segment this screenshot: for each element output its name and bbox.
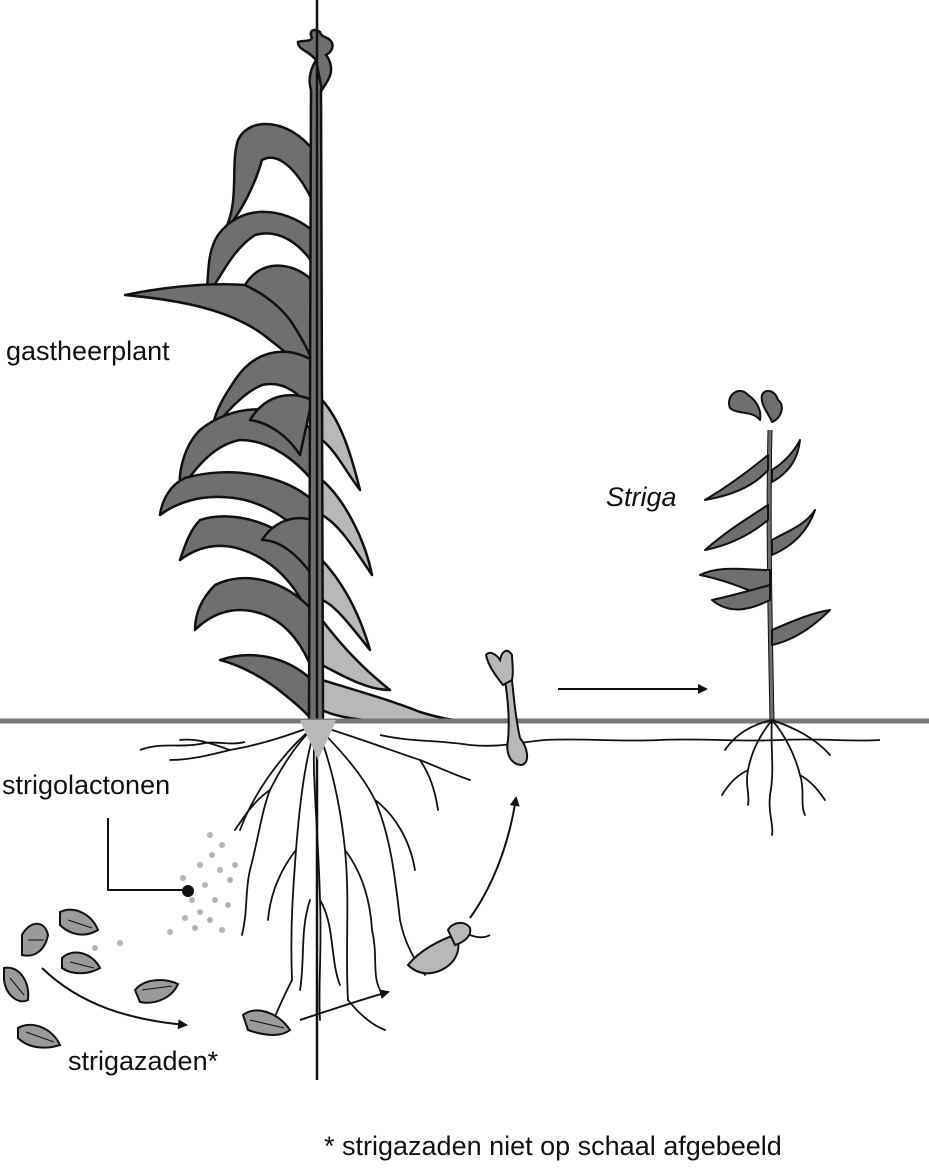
arrow-attach bbox=[299, 989, 390, 1021]
germinating-seed bbox=[406, 922, 491, 975]
host-plant-leaves bbox=[123, 122, 315, 722]
strigolactone-pointer-line bbox=[107, 818, 185, 891]
strigolactone-particles bbox=[92, 832, 238, 951]
soil-surface bbox=[139, 734, 881, 751]
host-plant-leaves-right bbox=[320, 398, 460, 723]
arrows bbox=[41, 684, 708, 1030]
arrow-germination bbox=[41, 967, 188, 1030]
striga-seeds bbox=[3, 908, 292, 1049]
seed-lines bbox=[9, 919, 285, 1043]
striga-emerging-seedling bbox=[484, 649, 528, 767]
label-seeds: strigazaden* bbox=[68, 1046, 219, 1076]
striga-adult-plant bbox=[699, 389, 831, 836]
label-striga: Striga bbox=[606, 482, 677, 512]
arrow-emerge bbox=[469, 796, 520, 919]
host-plant bbox=[123, 28, 460, 723]
label-strigolactones: strigolactonen bbox=[2, 770, 171, 800]
label-host-plant: gastheerplant bbox=[6, 336, 170, 366]
host-plant-tassel bbox=[296, 28, 334, 94]
host-plant-roots bbox=[169, 724, 471, 1031]
strigolactone-pointer-dot bbox=[182, 885, 194, 897]
footnote: * strigazaden niet op schaal afgebeeld bbox=[324, 1131, 782, 1161]
host-root-collar bbox=[300, 720, 336, 760]
